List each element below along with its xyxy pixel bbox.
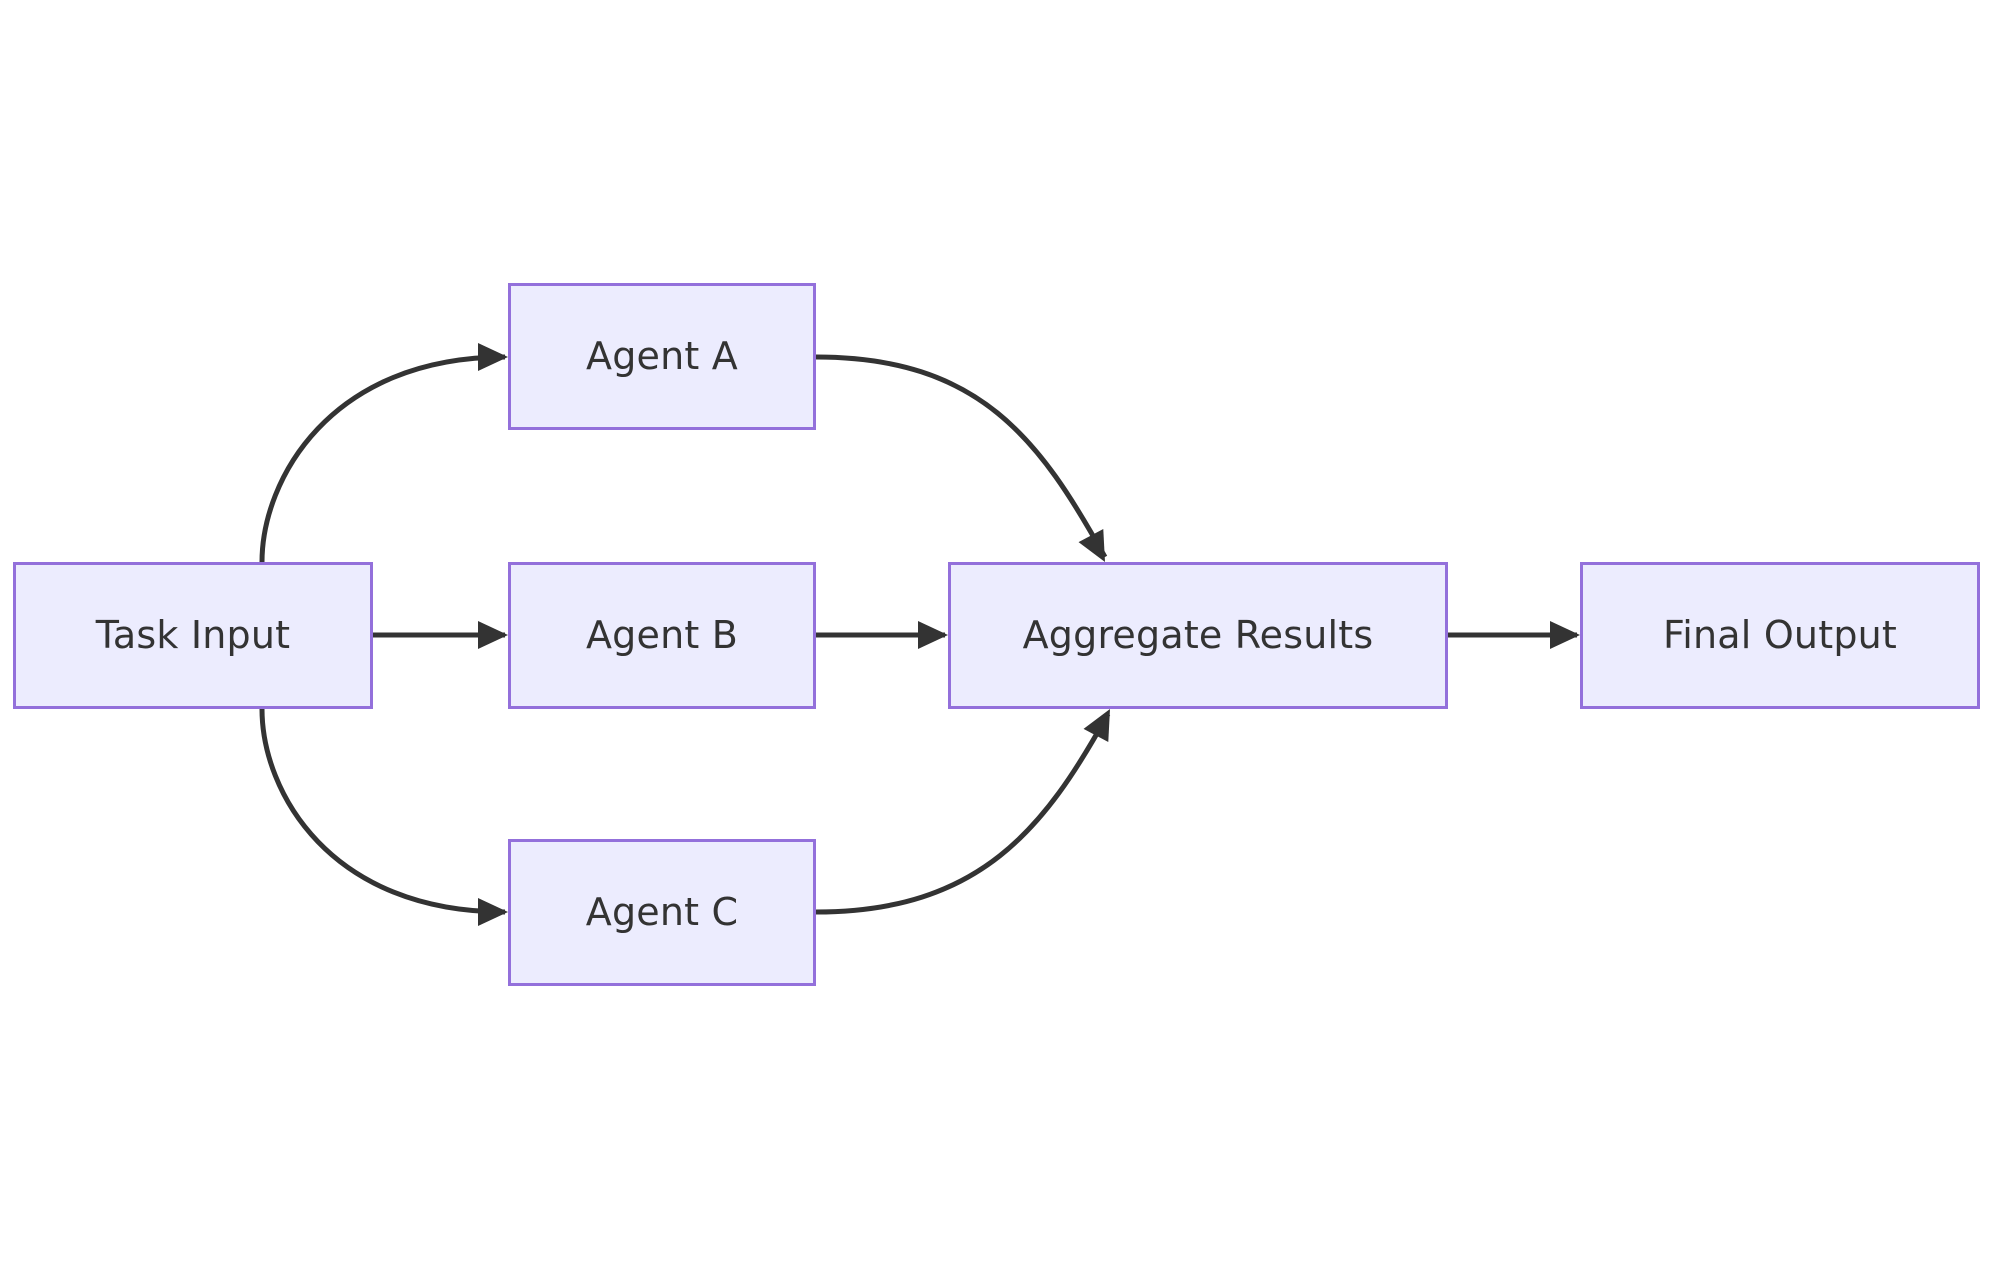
node-agent_b[interactable]: Agent B <box>508 562 816 709</box>
arrowhead-ah-agent-c-in <box>478 898 508 926</box>
node-task_input[interactable]: Task Input <box>13 562 373 709</box>
node-aggregate_results[interactable]: Aggregate Results <box>948 562 1448 709</box>
node-label-final_output: Final Output <box>1662 612 1898 657</box>
node-agent_c[interactable]: Agent C <box>508 839 816 986</box>
arrowhead-ah-agent-a-in <box>478 343 508 371</box>
node-final_output[interactable]: Final Output <box>1580 562 1980 709</box>
edge-e-agent-a-agg <box>815 354 1108 559</box>
node-agent_a[interactable]: Agent A <box>508 283 816 430</box>
arrowhead-ah-final-in <box>1550 621 1580 649</box>
node-label-aggregate_results: Aggregate Results <box>1022 612 1374 657</box>
node-label-agent_b: Agent B <box>585 612 739 657</box>
arrowhead-ah-agg-left <box>918 621 948 649</box>
node-label-agent_c: Agent C <box>585 889 739 934</box>
node-label-task_input: Task Input <box>95 612 291 657</box>
edge-e-task-agent-c <box>259 708 506 915</box>
arrowhead-ah-agent-b-in <box>478 621 508 649</box>
edge-e-agent-c-agg <box>815 712 1111 915</box>
edge-e-task-agent-a <box>259 354 506 563</box>
node-label-agent_a: Agent A <box>586 333 738 378</box>
